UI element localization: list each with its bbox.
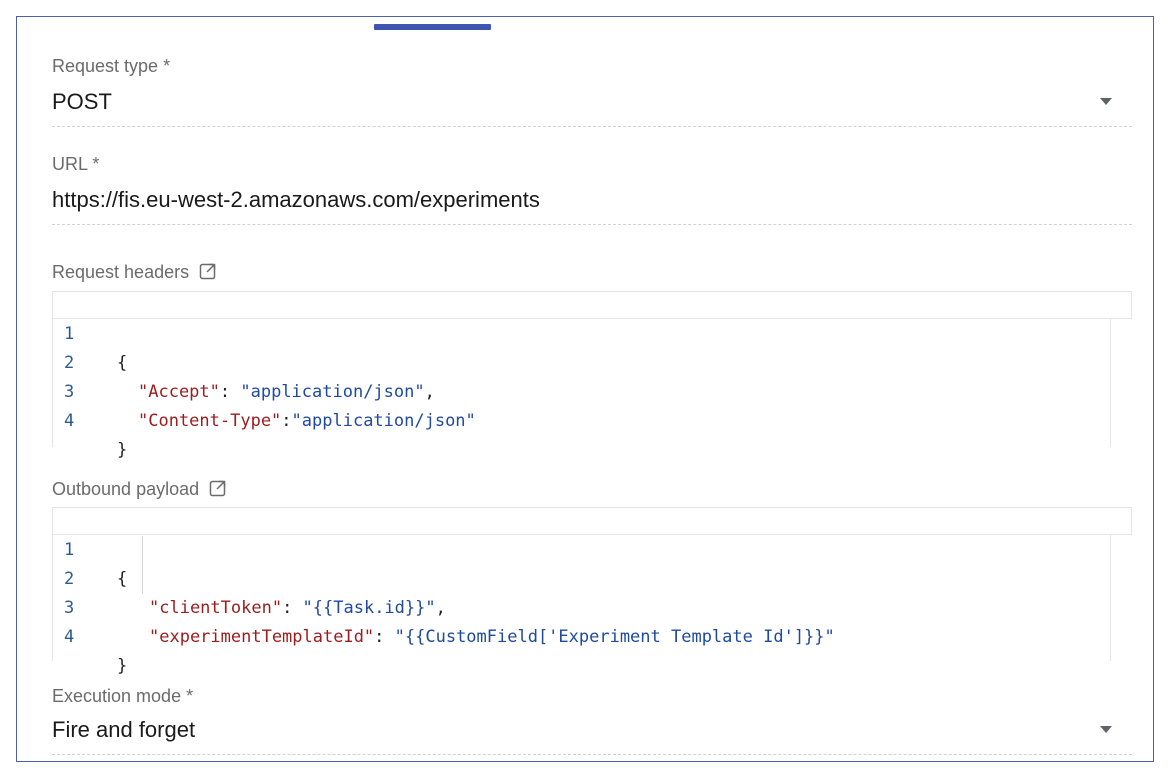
outbound-payload-label-row: Outbound payload <box>52 479 1132 503</box>
line-number: 3 <box>64 382 75 402</box>
json-comma: , <box>435 598 446 618</box>
code-text: } <box>117 440 128 460</box>
request-headers-editor[interactable]: 1 { 2 "Accept": "application/json", 3 "C… <box>52 291 1132 460</box>
url-label: URL * <box>52 154 100 174</box>
external-link-icon[interactable] <box>209 479 227 497</box>
outbound-payload-label-text: Outbound payload <box>52 479 200 499</box>
code-text: { <box>117 353 128 373</box>
code-line: 4 } <box>52 378 127 460</box>
code-line: 4 } <box>52 594 127 676</box>
code-text: "clientToken": "{{Task.id}}", <box>149 594 446 623</box>
request-headers-label-text: Request headers <box>52 262 190 282</box>
code-text: "Content-Type":"application/json" <box>138 407 476 436</box>
line-number: 1 <box>64 540 75 560</box>
line-number: 2 <box>64 353 75 373</box>
url-input[interactable]: https://fis.eu-west-2.amazonaws.com/expe… <box>52 187 540 212</box>
json-separator: : <box>374 627 395 647</box>
json-string: "{{CustomField['Experiment Template Id']… <box>394 627 835 647</box>
json-comma: , <box>424 382 435 402</box>
line-number: 4 <box>64 411 75 431</box>
code-line: 2 "clientToken": "{{Task.id}}", <box>52 536 446 618</box>
editor-left-border <box>52 507 53 661</box>
json-string: "application/json" <box>291 411 476 431</box>
code-line: 2 "Accept": "application/json", <box>52 320 435 402</box>
line-number: 4 <box>64 627 75 647</box>
json-separator: : <box>282 598 303 618</box>
request-type-select[interactable]: Request type * POST <box>52 56 1132 128</box>
line-number: 1 <box>64 324 75 344</box>
execution-mode-select[interactable]: Execution mode * Fire and forget <box>52 686 1132 758</box>
editor-active-line <box>52 507 1132 535</box>
chevron-down-icon[interactable] <box>1100 98 1112 105</box>
request-headers-label: Request headers <box>52 262 217 283</box>
execution-mode-value: Fire and forget <box>52 717 196 742</box>
line-number: 3 <box>64 598 75 618</box>
active-tab-indicator <box>374 24 491 30</box>
url-underline <box>52 224 1132 225</box>
code-line: 3 "Content-Type":"application/json" <box>52 349 476 431</box>
outbound-payload-label: Outbound payload <box>52 479 227 500</box>
request-headers-label-row: Request headers <box>52 262 1132 286</box>
editor-active-line <box>52 291 1132 319</box>
external-link-icon[interactable] <box>199 262 217 280</box>
json-string: "{{Task.id}}" <box>302 598 436 618</box>
json-separator: : <box>219 382 241 402</box>
editor-scrollbar-track[interactable] <box>1110 535 1111 661</box>
indent-guide <box>142 536 143 594</box>
code-text: "experimentTemplateId": "{{CustomField['… <box>149 623 835 652</box>
code-line: 3 "experimentTemplateId": "{{CustomField… <box>52 565 835 647</box>
code-line: 1 { <box>52 291 127 373</box>
json-key: "experimentTemplateId" <box>149 627 375 647</box>
editor-scrollbar-track[interactable] <box>1110 319 1111 447</box>
json-key: "clientToken" <box>149 598 283 618</box>
code-text: } <box>117 656 128 676</box>
code-text: { <box>117 569 128 589</box>
url-field[interactable]: URL * https://fis.eu-west-2.amazonaws.co… <box>52 154 1132 226</box>
line-number: 2 <box>64 569 75 589</box>
request-type-value: POST <box>52 89 112 114</box>
execution-mode-underline <box>52 754 1132 755</box>
json-key: "Accept" <box>138 382 220 402</box>
chevron-down-icon[interactable] <box>1100 726 1112 733</box>
form-panel <box>16 16 1154 762</box>
json-separator: : <box>281 411 292 431</box>
json-string: "application/json" <box>240 382 425 402</box>
code-line: 1 { <box>52 507 127 589</box>
outbound-payload-editor[interactable]: 1 { 2 "clientToken": "{{Task.id}}", 3 "e… <box>52 507 1132 676</box>
code-text: "Accept": "application/json", <box>138 378 435 407</box>
request-type-label: Request type * <box>52 56 171 76</box>
execution-mode-label: Execution mode * <box>52 686 194 706</box>
json-key: "Content-Type" <box>138 411 282 431</box>
editor-left-border <box>52 291 53 447</box>
request-type-underline <box>52 126 1132 127</box>
